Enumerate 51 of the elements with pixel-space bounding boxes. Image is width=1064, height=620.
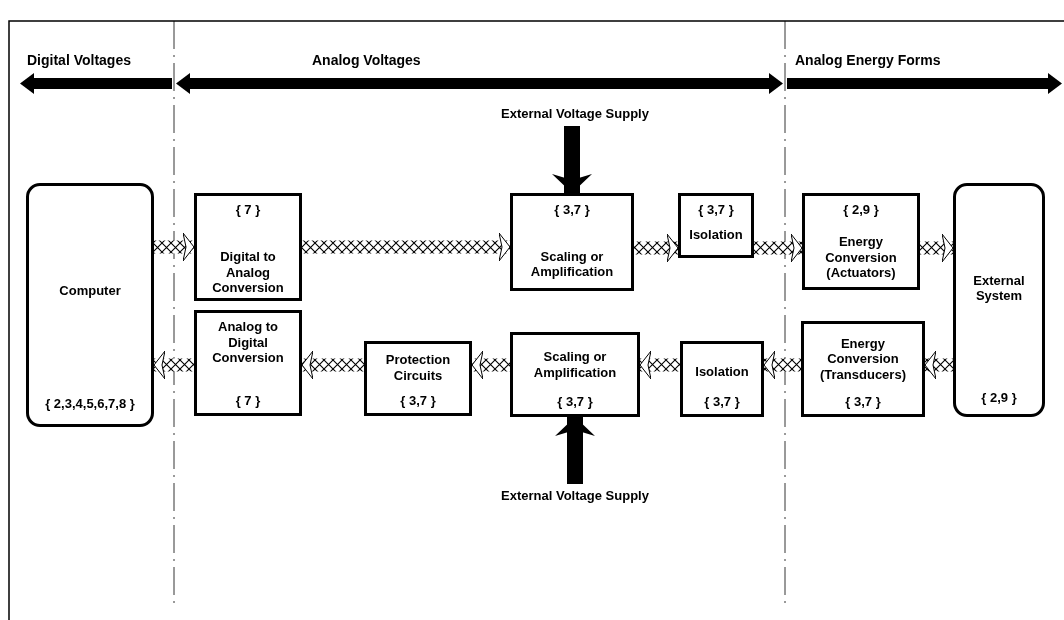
block-text: Digital to Analog Conversion — [211, 249, 285, 296]
block-text: Scaling or Amplification — [532, 349, 618, 381]
block-text: { 2,9 } — [843, 202, 879, 218]
block-text: { 3,7 } — [554, 202, 590, 218]
region-label: Analog Energy Forms — [795, 52, 941, 68]
block-text: Isolation — [695, 363, 749, 380]
signal-arrow — [154, 232, 195, 262]
supply-label: External Voltage Supply — [455, 104, 695, 124]
signal-arrow — [924, 350, 953, 380]
block-text: Energy Conversion (Actuators) — [824, 234, 898, 281]
system-block — [26, 183, 154, 427]
signal-arrow — [754, 233, 803, 263]
block-text: { 7 } — [235, 202, 261, 218]
process-box — [802, 193, 920, 290]
signal-arrow — [302, 232, 511, 262]
process-box — [680, 341, 764, 417]
supply-label: External Voltage Supply — [455, 486, 695, 506]
process-box — [678, 193, 754, 258]
signal-arrow — [763, 350, 801, 380]
block-text: { 3,7 } — [704, 394, 740, 410]
signal-arrow — [920, 233, 954, 263]
process-box — [510, 332, 640, 417]
block-text: Isolation — [689, 227, 743, 243]
block-text: Scaling or Amplification — [529, 248, 615, 280]
region-label: Digital Voltages — [27, 52, 131, 68]
process-box — [194, 310, 302, 416]
region-label: Analog Voltages — [312, 52, 421, 68]
supply-arrow — [552, 126, 592, 193]
signal-arrow — [639, 350, 680, 380]
supply-arrow — [555, 417, 595, 484]
signal-arrow — [153, 350, 194, 380]
block-text: { 3,7 } — [845, 394, 881, 410]
block-text: { 2,9 } — [981, 390, 1017, 406]
block-text: Protection Circuits — [384, 352, 452, 384]
system-block — [953, 183, 1045, 417]
block-text: { 3,7 } — [400, 393, 436, 409]
block-text: { 2,3,4,5,6,7,8 } — [45, 396, 135, 412]
process-box — [801, 321, 925, 417]
block-text: Energy Conversion (Transducers) — [819, 335, 907, 383]
process-box — [194, 193, 302, 301]
process-box — [364, 341, 472, 416]
block-text: Analog to Digital Conversion — [211, 319, 285, 366]
signal-arrow — [634, 233, 679, 263]
block-text: { 7 } — [235, 393, 261, 409]
signal-arrow — [301, 350, 364, 380]
block-text: { 3,7 } — [557, 394, 593, 410]
block-text: { 3,7 } — [698, 202, 734, 218]
signal-arrow — [471, 350, 510, 380]
block-text: External System — [972, 272, 1026, 304]
block-text: Computer — [59, 283, 121, 299]
process-box — [510, 193, 634, 291]
